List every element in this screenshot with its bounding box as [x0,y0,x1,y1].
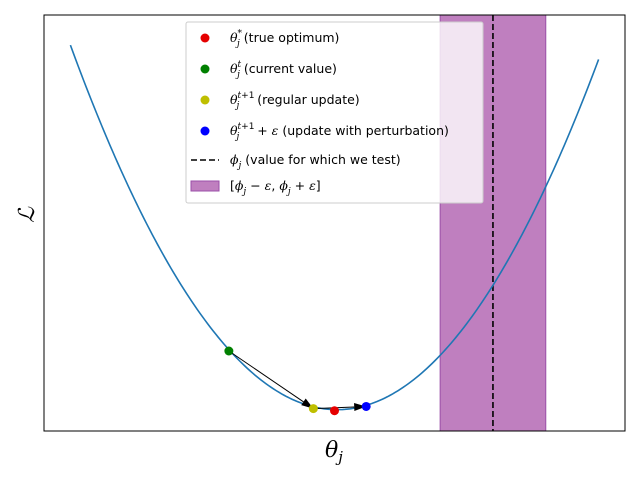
y-axis-label: ℒ [15,206,40,223]
legend-marker-true-optimum [200,33,210,43]
legend-box [185,21,484,204]
axes-frame [43,14,626,432]
perturbed-update-point [361,401,371,411]
legend-marker-perturbed-update [200,126,210,136]
legend-label-true-optimum: θ*j (true optimum) [230,29,339,49]
update-arrow-shaft-1 [228,350,304,403]
true-optimum-point [330,406,339,416]
legend-label-phi: ϕj (value for which we test) [230,152,401,171]
legend-label-band: [ϕj − ε, ϕj + ε] [230,178,321,197]
update-arrows [228,350,367,411]
legend-marker-band [190,180,220,192]
data-points [224,346,371,416]
legend-marker-regular-update [200,95,210,105]
update-arrow-head-2 [354,402,367,411]
current-value-point [224,346,234,356]
regular-update-point [308,404,318,414]
legend-marker-current-value [200,64,210,74]
